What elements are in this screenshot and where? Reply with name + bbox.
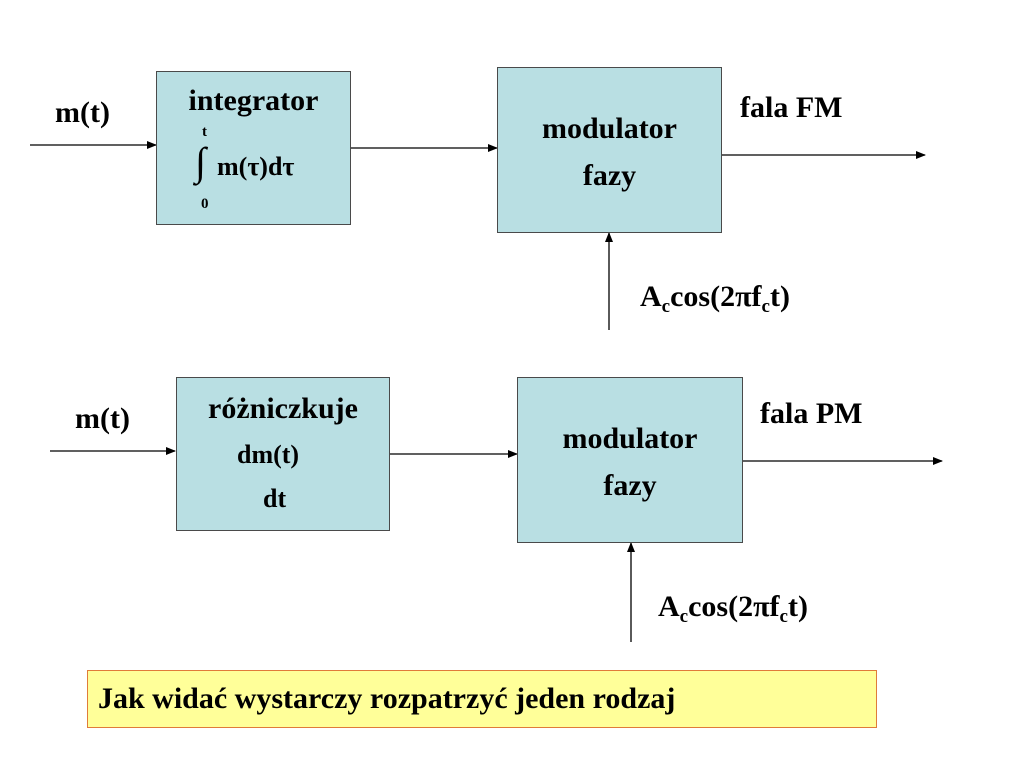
fm-modulator-line2: fazy bbox=[582, 159, 637, 192]
pm-modulator-line1: modulator bbox=[562, 422, 698, 455]
differentiator-title: różniczkuje bbox=[208, 392, 358, 425]
pm-carrier-label: Accos(2πfct) bbox=[658, 590, 808, 628]
fm-carrier-f: f bbox=[751, 280, 762, 313]
derivative-denominator: dt bbox=[263, 484, 287, 513]
pm-carrier-A: A bbox=[658, 590, 680, 623]
pm-carrier-f: f bbox=[769, 590, 780, 623]
integrand: m(τ)dτ bbox=[217, 152, 295, 181]
integral-symbol: ∫ bbox=[195, 139, 206, 184]
pm-carrier-f-sub: c bbox=[779, 606, 788, 627]
fm-carrier-tail: t) bbox=[769, 280, 790, 313]
fm-carrier-A: A bbox=[640, 280, 662, 313]
pm-carrier-tail: t) bbox=[787, 590, 808, 623]
derivative-numerator: dm(t) bbox=[237, 440, 300, 469]
integrator-block: integrator t ∫ m(τ)dτ 0 bbox=[156, 71, 351, 225]
pm-modulator-line2: fazy bbox=[603, 469, 657, 502]
fm-carrier-mid: cos(2π bbox=[670, 280, 752, 313]
integrator-title: integrator bbox=[188, 84, 319, 117]
fm-carrier-A-sub: c bbox=[661, 296, 671, 317]
pm-output-label: fala PM bbox=[760, 397, 863, 430]
fm-input-label: m(t) bbox=[55, 96, 110, 129]
fm-output-label: fala FM bbox=[740, 91, 843, 124]
pm-carrier-mid: cos(2π bbox=[688, 590, 770, 623]
fm-carrier-label: Accos(2πfct) bbox=[640, 280, 790, 318]
pm-carrier-A-sub: c bbox=[679, 606, 689, 627]
integral-upper-limit: t bbox=[202, 124, 207, 140]
pm-phase-modulator-block: modulator fazy bbox=[517, 377, 743, 543]
differentiator-block: różniczkuje dm(t) dt bbox=[176, 377, 390, 531]
fm-carrier-f-sub: c bbox=[761, 296, 770, 317]
pm-input-label: m(t) bbox=[75, 402, 130, 435]
conclusion-note: Jak widać wystarczy rozpatrzyć jeden rod… bbox=[87, 670, 877, 728]
fm-phase-modulator-block: modulator fazy bbox=[497, 67, 722, 233]
fm-modulator-line1: modulator bbox=[542, 112, 677, 145]
integral-lower-limit: 0 bbox=[201, 196, 209, 212]
